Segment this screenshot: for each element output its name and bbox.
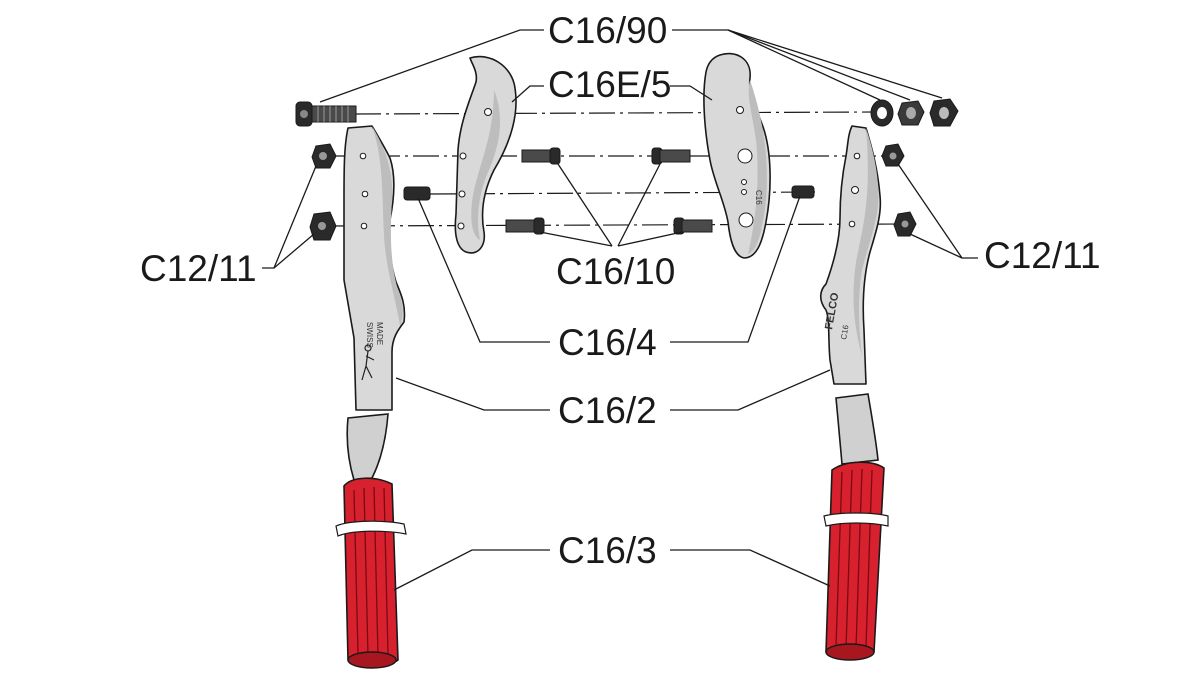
svg-text:C16: C16: [754, 190, 763, 205]
left-blade: [454, 55, 517, 254]
leader-lines: [262, 29, 978, 591]
left-handle: [335, 413, 407, 669]
long-bolt-icon: [295, 101, 357, 127]
pin-right-icon: [791, 185, 815, 199]
svg-text:SWISS: SWISS: [365, 322, 374, 348]
right-blade: C16: [703, 52, 771, 259]
right-body-plate: FELCO C16: [819, 125, 882, 385]
left-body-plate: SWISS MADE: [343, 125, 406, 411]
screw-right-lower-icon: [673, 217, 713, 235]
label-c16-3: C16/3: [558, 530, 657, 571]
svg-text:C16: C16: [839, 324, 851, 341]
right-handle: [823, 393, 889, 661]
label-c16-10: C16/10: [556, 251, 675, 292]
label-c12-11-left: C12/11: [140, 248, 257, 289]
label-c16-2: C16/2: [558, 390, 657, 431]
label-c12-11-right: C12/11: [984, 235, 1101, 276]
assembly-axes: [329, 111, 906, 227]
screw-left-upper-icon: [521, 147, 561, 165]
pin-left-icon: [403, 186, 431, 201]
left-nut-lower-icon: [309, 211, 337, 241]
left-nut-upper-icon: [311, 143, 337, 169]
right-nut-lower-icon: [893, 211, 917, 237]
label-c16e-5: C16E/5: [548, 64, 671, 105]
screw-left-lower-icon: [505, 217, 545, 235]
nut-washer-set-icon: [870, 98, 959, 127]
label-c16-4: C16/4: [558, 322, 657, 363]
right-nut-upper-icon: [881, 143, 905, 167]
svg-text:MADE: MADE: [375, 322, 384, 345]
screw-right-upper-icon: [651, 147, 691, 165]
mascot-logo-icon: [361, 344, 375, 381]
label-c16-90: C16/90: [548, 10, 667, 51]
